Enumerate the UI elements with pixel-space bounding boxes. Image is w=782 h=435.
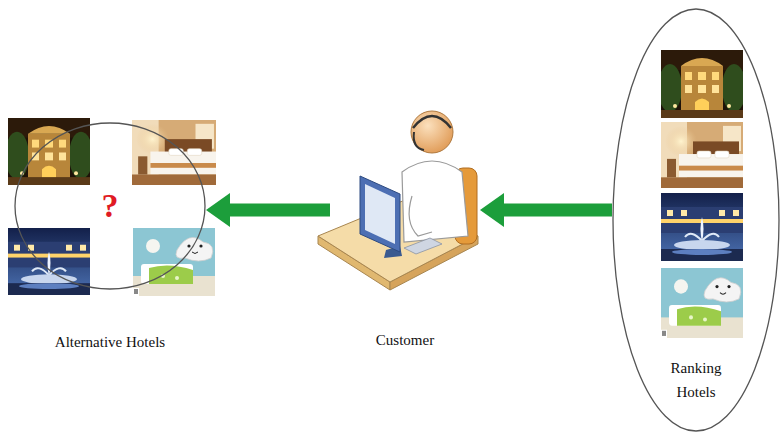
arrow-head	[480, 193, 504, 227]
monitor-screen	[365, 184, 395, 244]
hotel-photo	[5, 118, 93, 185]
person-head	[411, 111, 453, 153]
hotel-photo	[132, 120, 216, 185]
headset	[413, 116, 451, 128]
group-label: Ranking Hotels	[661, 356, 731, 404]
hotel-photo	[658, 50, 746, 118]
person-body	[402, 161, 468, 242]
hotel-photo	[661, 193, 743, 261]
customer-icon	[318, 111, 478, 290]
monitor	[360, 176, 400, 252]
ranking-ellipse: Ranking Hotels	[612, 8, 780, 432]
customer-node: Customer	[330, 100, 480, 355]
headset-mic	[414, 132, 424, 150]
alternative-hotel-pictures	[5, 118, 216, 296]
flow-arrow	[480, 193, 612, 227]
keyboard	[404, 238, 442, 254]
actor-label: Customer	[376, 330, 434, 350]
ranking-hotel-pictures	[658, 50, 746, 338]
hotel-photo	[661, 122, 743, 188]
arrow-shaft	[503, 204, 612, 217]
outline-ellipse	[613, 9, 779, 431]
alternatives-circle: ?Alternative Hotels	[14, 122, 206, 290]
hotel-photo	[8, 228, 90, 295]
group-label: Alternative Hotels	[55, 332, 165, 352]
hotel-photo	[661, 268, 743, 338]
flow-arrow	[206, 193, 330, 227]
person-arm	[409, 196, 432, 236]
arrow-shaft	[229, 204, 330, 217]
hotel-photo	[133, 228, 215, 296]
arrow-head	[206, 193, 230, 227]
outline-ellipse	[15, 123, 205, 289]
question-mark: ?	[102, 188, 119, 224]
